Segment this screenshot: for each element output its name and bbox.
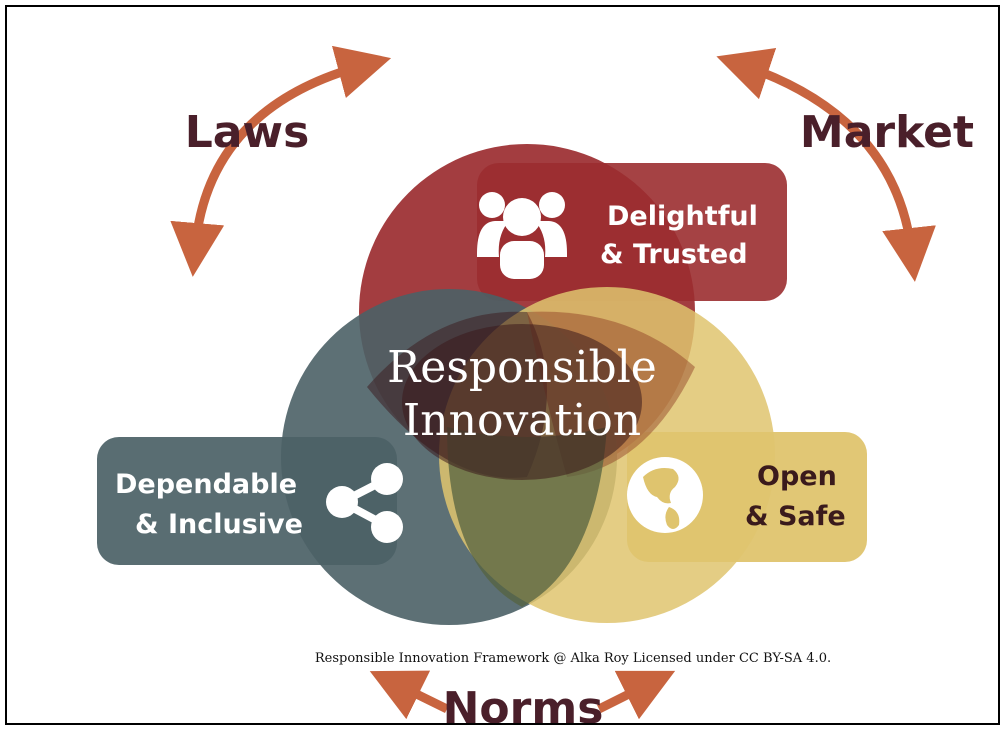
open-safe-label-line1: Open bbox=[757, 461, 837, 492]
norms-arrow-right bbox=[596, 670, 676, 720]
market-arrow bbox=[716, 48, 936, 282]
open-safe-label-line2: & Safe bbox=[745, 501, 846, 532]
market-label: Market bbox=[800, 107, 974, 158]
laws-arrow bbox=[170, 45, 392, 277]
users-icon bbox=[477, 192, 567, 279]
norms-arrow-left bbox=[369, 670, 449, 720]
laws-label: Laws bbox=[185, 107, 310, 158]
center-label-line1: Responsible bbox=[387, 342, 657, 393]
dependable-label-line1: Dependable bbox=[115, 469, 297, 500]
diagram-frame: Laws Market Norms Responsible Innovation… bbox=[5, 5, 1000, 725]
delightful-label-line2: & Trusted bbox=[600, 239, 748, 270]
responsible-innovation-diagram: Laws Market Norms Responsible Innovation… bbox=[97, 45, 974, 725]
center-label-line2: Innovation bbox=[403, 395, 641, 446]
globe-icon bbox=[627, 457, 703, 533]
norms-label: Norms bbox=[443, 683, 604, 725]
core-overlap bbox=[402, 324, 642, 480]
dependable-label-line2: & Inclusive bbox=[135, 509, 303, 540]
share-icon bbox=[326, 463, 403, 543]
caption: Responsible Innovation Framework @ Alka … bbox=[315, 651, 831, 666]
delightful-label-line1: Delightful bbox=[607, 201, 758, 232]
